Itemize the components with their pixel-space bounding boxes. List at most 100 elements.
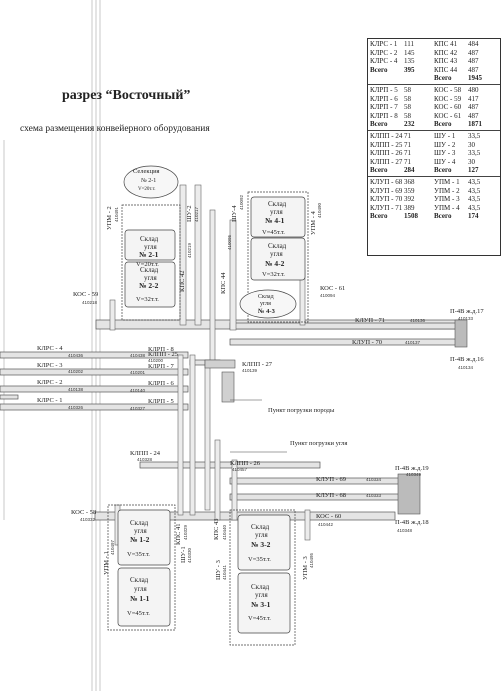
table-cell-value: 1871 [468,120,482,129]
code-p4v18: 410348 [397,528,413,533]
code-kos59: 410218 [82,300,98,305]
label-n12: № 1-2 [130,535,150,544]
table-cell-name: КЛУП - 69 [370,186,403,195]
table-cell-name: КЛРП - 7 [370,103,398,112]
label-n11: № 1-1 [130,594,150,603]
table-cell-name: Всего [370,166,388,175]
table-cell-value: 111 [404,40,414,48]
table-cell-name: ШУ - 4 [434,157,456,166]
label-v31: V=45т.т. [248,615,271,622]
table-cell-name: КЛРП - 8 [370,111,398,120]
table-cell-name: КЛУП - 71 [370,203,403,212]
code-kps42: 410219 [187,242,192,258]
table-cell-name: УПМ - 2 [434,186,460,195]
label-uglya-42: угля [270,250,284,258]
table-cell-name: Всего [434,212,452,221]
code-kos60: 410442 [318,522,334,527]
label-kos59: КОС - 59 [73,291,98,298]
table-cell-value: 43,5 [468,195,481,204]
table-cell-value: 58 [404,94,411,103]
label-kos61: КОС - 61 [320,285,345,292]
table-cell-name: КЛПП - 25 [370,140,403,149]
label-v21: V=20т.т. [136,261,159,268]
label-shu1: ШУ-1 [180,546,187,563]
table-cell-name: КЛПП - 24 [370,131,403,140]
table-cell-name: Всего [434,166,452,175]
label-kps44: КПС 44 [220,272,227,294]
label-uglya-43: угля [260,301,271,307]
code-kps44: 410095 [227,234,232,250]
code-shu3: 410441 [222,564,227,580]
table-cell-value: 71 [404,149,411,158]
table-cell-value: 484 [468,40,479,48]
table-cell-value: 174 [468,212,479,221]
label-klrs1: КЛРС - 1 [37,397,62,404]
table-cell-value: 135 [404,57,415,66]
code-shu2: 410217 [194,206,199,222]
label-klrp7: КЛРП - 7 [148,363,174,370]
table-cell-value: 58 [404,85,411,94]
vertical-guide-lines [3,0,101,691]
storage-block-1 [107,504,176,631]
code-klup71: 410136 [410,318,426,323]
vertical-conveyors [109,184,311,546]
label-klpp24: КЛПП - 24 [130,450,161,457]
label-v11: V=45т.т. [127,610,150,617]
table-cell-name: КЛПП - 26 [370,149,403,158]
code-upm3: 410495 [309,552,314,568]
label-kps42: КПС 42 [179,271,186,293]
code-klrs1: 410326 [68,405,84,410]
table-cell-value: 43,5 [468,186,481,195]
table-cell-value: 232 [404,120,415,129]
table-cell-value: 43,5 [468,177,481,186]
table-row: УПМ - 1 43,5 [434,178,498,187]
code-klpp24: 410328 [137,457,153,462]
label-shu2: ШУ-2 [186,205,193,222]
table-cell-name: УПМ - 3 [434,195,460,204]
label-kps43: КПС 43 [213,519,220,541]
code-klrp6: 410140 [130,388,146,393]
code-p4v16: 410134 [458,365,474,370]
table-cell-value: 1945 [468,74,482,83]
label-v42: V=32т.т. [262,271,285,278]
label-uglya-41: угля [270,208,284,216]
table-cell-value: 30 [468,157,475,166]
table-cell-value: 480 [468,85,479,94]
storage-block-4 [247,191,309,323]
label-uglya-32: угля [255,531,269,539]
table-cell-name: Всего [434,120,452,129]
label-uglya-31: угля [255,591,269,599]
label-sklad-43: Склад [258,294,274,300]
label-sklad-42: Склад [268,242,287,250]
table-cell-value: 30 [468,140,475,149]
code-klup69: 410334 [366,477,382,482]
code-klrp7: 410201 [130,370,146,375]
table-cell-value: 487 [468,65,479,74]
label-n21: № 2-1 [139,250,159,259]
conveyor-klrs-4 [0,351,189,359]
table-cell-name: УПМ - 1 [434,177,460,186]
label-uglya-22: угля [144,274,158,282]
table-cell-value: 368 [404,177,415,186]
diagram-labels: Селекция № 2-1 V=20т.т. Склад угля № 2-1… [37,168,484,622]
code-klrp8: 410438 [130,353,146,358]
